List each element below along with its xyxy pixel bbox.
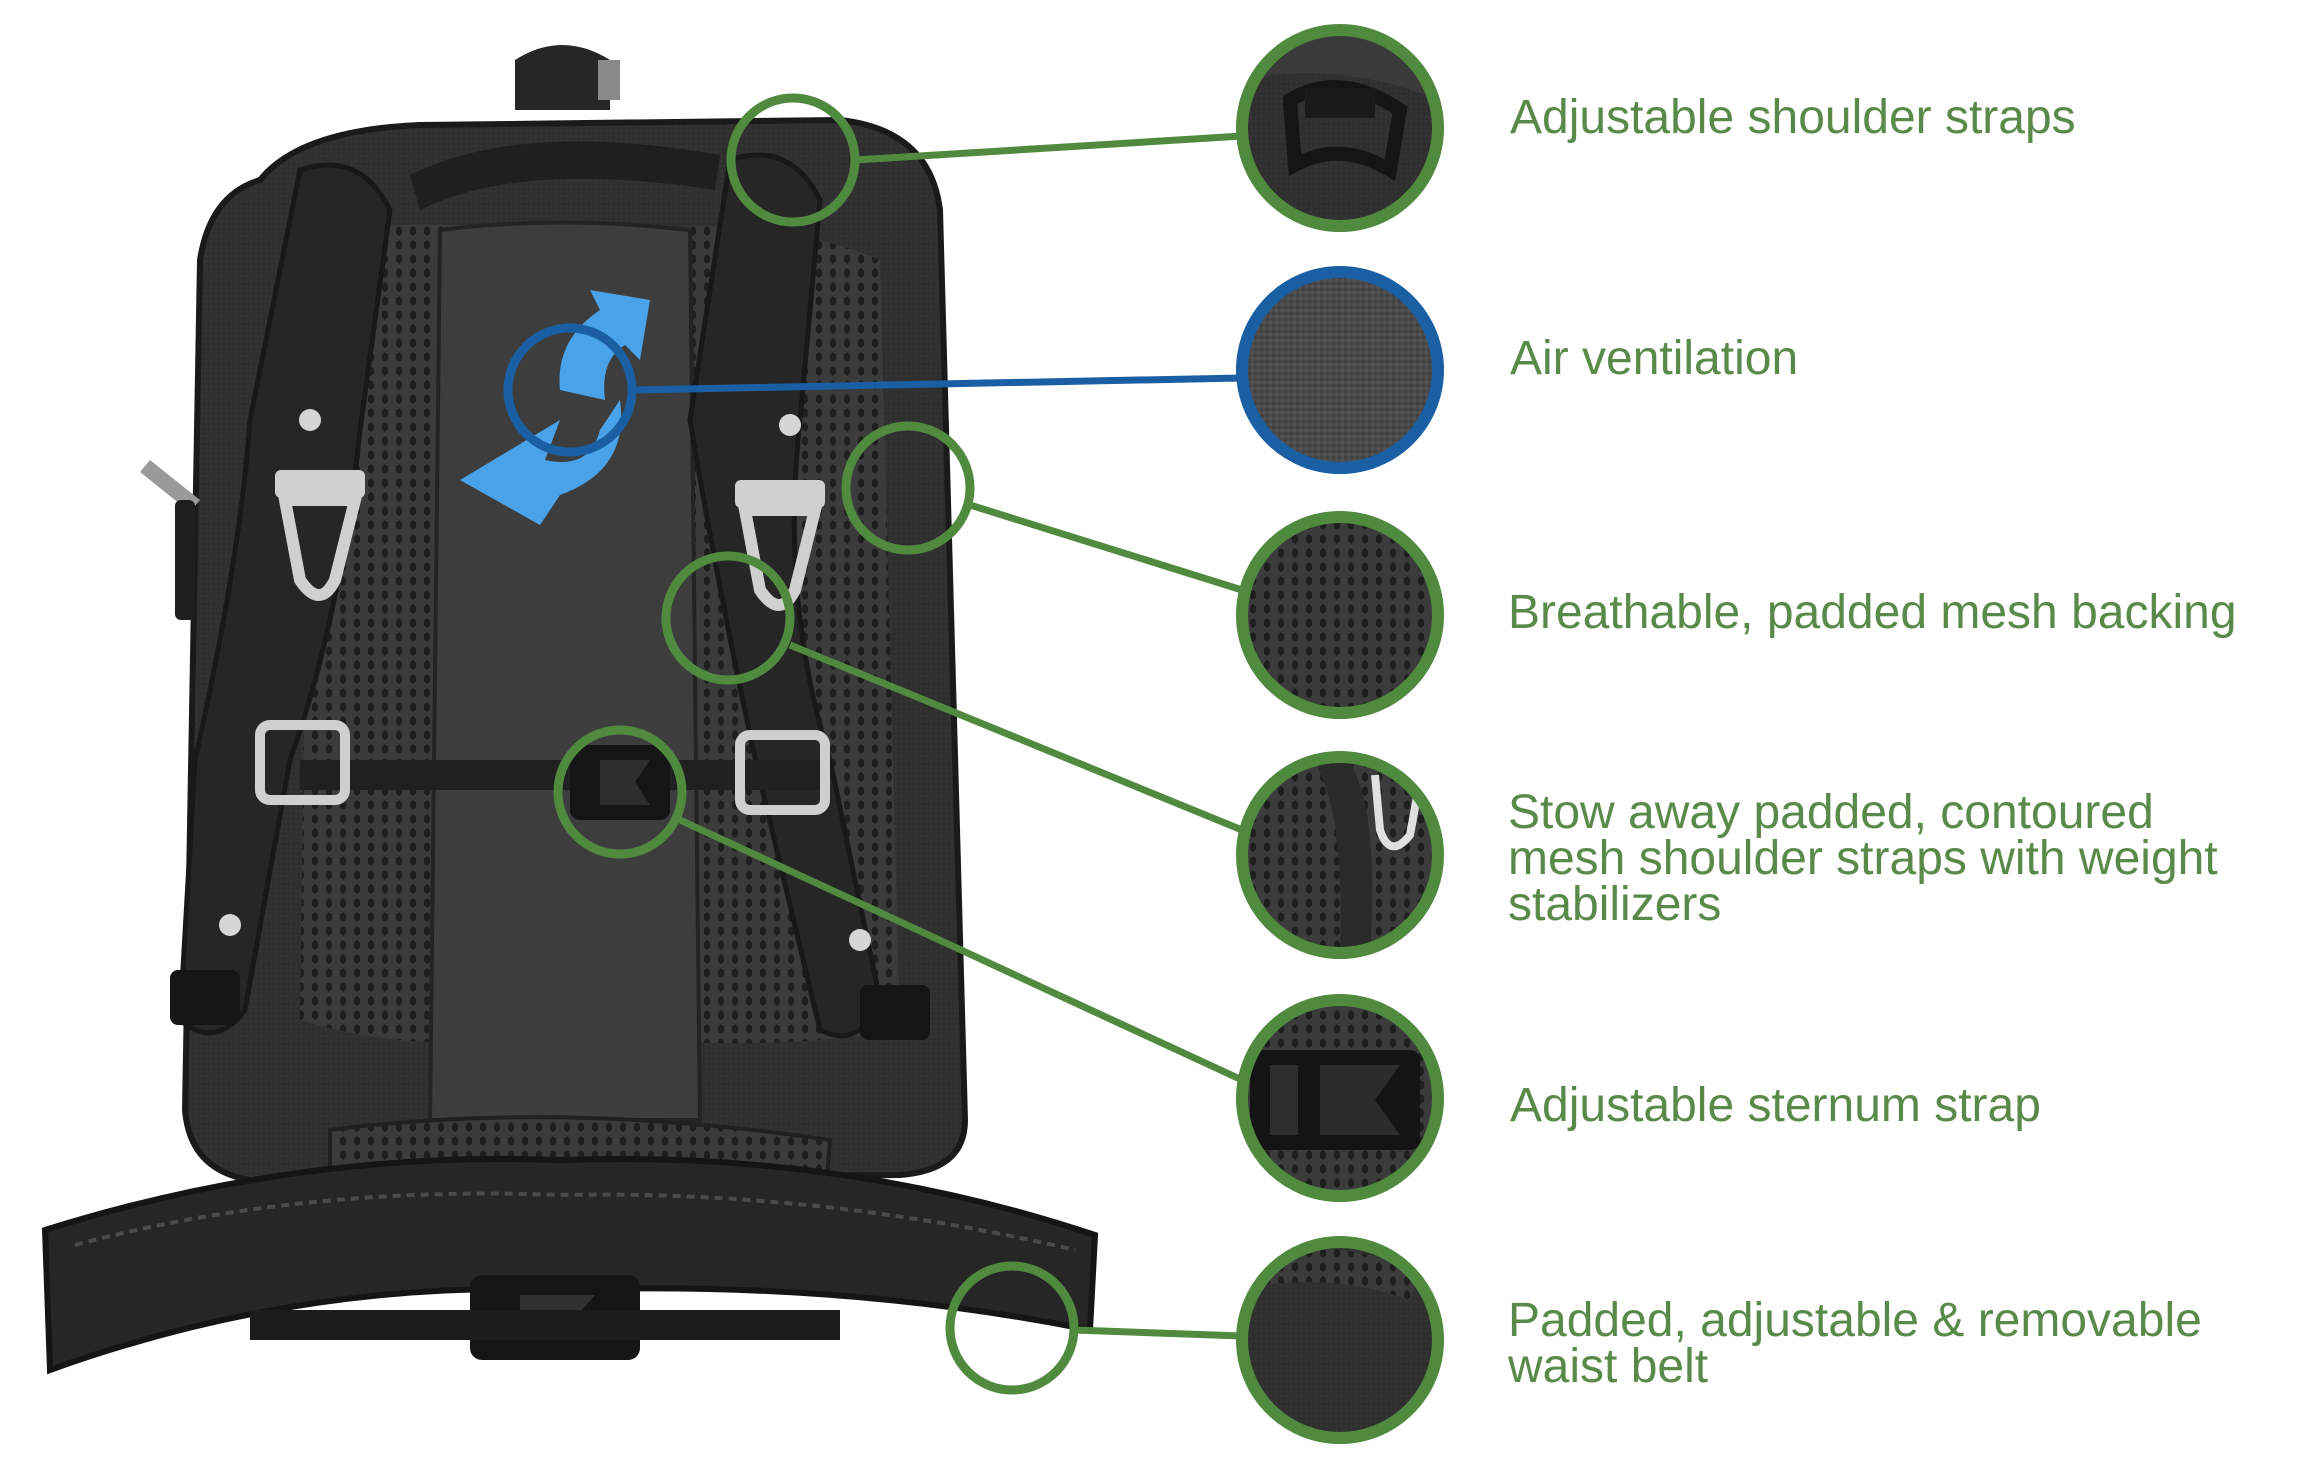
label-line: Padded, adjustable & removable bbox=[1508, 1294, 2202, 1347]
leader-waist-belt bbox=[1073, 1326, 1243, 1340]
label-line: mesh shoulder straps with weight bbox=[1508, 832, 2218, 885]
rivet bbox=[849, 929, 871, 951]
marker-mesh-backing bbox=[841, 421, 975, 555]
marker-stow-away-straps bbox=[661, 551, 795, 685]
label-line: Adjustable sternum strap bbox=[1510, 1079, 2041, 1132]
left-shoulder-strap bbox=[177, 162, 393, 1036]
side-zipper-pull bbox=[140, 460, 200, 512]
detail-circle-waist-belt bbox=[1236, 1236, 1444, 1444]
rivet bbox=[779, 414, 801, 436]
leader-shoulder-straps bbox=[854, 132, 1243, 164]
center-back-panel bbox=[427, 220, 703, 1122]
label-shoulder-straps: Adjustable shoulder straps bbox=[1510, 91, 2076, 144]
marker-waist-belt bbox=[945, 1261, 1079, 1395]
leader-mesh-backing bbox=[968, 501, 1244, 594]
detail-circle-sternum-strap bbox=[1236, 994, 1444, 1202]
label-line: waist belt bbox=[1508, 1340, 1709, 1393]
label-stow-away-straps: Stow away padded, contoured mesh shoulde… bbox=[1508, 786, 2218, 931]
left-carabiner bbox=[275, 470, 365, 601]
rivet bbox=[299, 409, 321, 431]
sternum-buckle bbox=[570, 745, 670, 820]
label-waist-belt: Padded, adjustable & removable waist bel… bbox=[1508, 1294, 2202, 1393]
left-strap-adjuster bbox=[255, 720, 350, 805]
zipper-puller-top bbox=[598, 60, 620, 100]
belt-webbing bbox=[250, 1310, 840, 1340]
label-line: Air ventilation bbox=[1510, 332, 1799, 385]
label-line: Stow away padded, contoured bbox=[1508, 786, 2154, 839]
leader-air-ventilation bbox=[631, 374, 1243, 394]
right-lower-buckle bbox=[860, 985, 930, 1040]
label-line: Breathable, padded mesh backing bbox=[1508, 586, 2237, 639]
leader-sternum-strap bbox=[678, 816, 1244, 1084]
detail-circle-air-ventilation bbox=[1236, 266, 1444, 474]
rivet bbox=[219, 914, 241, 936]
leader-stow-away-straps bbox=[788, 641, 1244, 834]
marker-sternum-strap bbox=[553, 725, 687, 859]
label-line: Adjustable shoulder straps bbox=[1510, 91, 2076, 144]
belt-stitching bbox=[74, 1191, 1076, 1252]
top-grab-loop bbox=[515, 45, 610, 110]
right-strap-adjuster bbox=[735, 730, 830, 815]
detail-circle-stow-away-straps bbox=[1236, 751, 1444, 959]
right-carabiner bbox=[735, 480, 825, 611]
detail-circle-mesh-backing bbox=[1236, 511, 1444, 719]
side-zipper-tab bbox=[175, 500, 195, 620]
label-mesh-backing: Breathable, padded mesh backing bbox=[1508, 586, 2237, 639]
label-air-ventilation: Air ventilation bbox=[1510, 332, 1799, 385]
leader-lines bbox=[631, 132, 1244, 1340]
carry-handle bbox=[410, 141, 720, 210]
detail-circle-shoulder-straps bbox=[1236, 24, 1444, 232]
label-sternum-strap: Adjustable sternum strap bbox=[1510, 1079, 2041, 1132]
left-lower-buckle bbox=[170, 970, 240, 1025]
air-flow-arrow-icon bbox=[460, 290, 650, 525]
label-line: stabilizers bbox=[1508, 878, 1722, 931]
